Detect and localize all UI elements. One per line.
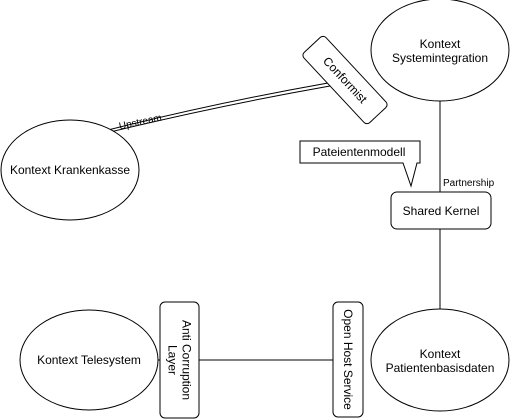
context-krankenkasse[interactable]: Kontext Krankenkasse bbox=[0, 119, 140, 221]
open-host-service-label: Open Host Service bbox=[341, 309, 355, 410]
pateientenmodell-label: Pateientenmodell bbox=[313, 145, 406, 159]
context-krankenkasse-label: Kontext Krankenkasse bbox=[10, 163, 130, 177]
context-telesystem-label: Kontext Telesystem bbox=[37, 353, 141, 367]
upstream-edge bbox=[103, 82, 329, 132]
context-patientenbasisdaten[interactable]: Kontext Patientenbasisdaten bbox=[370, 308, 510, 412]
conformist-box[interactable]: Conformist bbox=[301, 35, 388, 126]
anti-corruption-label-line1: Anti Corruption bbox=[180, 320, 194, 400]
anti-corruption-layer-box[interactable]: Anti Corruption Layer bbox=[159, 301, 200, 419]
upstream-edge-shadow bbox=[105, 85, 331, 134]
context-systemintegration-label-line1: Kontext bbox=[420, 37, 461, 51]
open-host-service-box[interactable]: Open Host Service bbox=[332, 301, 364, 418]
context-telesystem[interactable]: Kontext Telesystem bbox=[19, 309, 159, 411]
context-systemintegration-label-line2: Systemintegration bbox=[392, 51, 488, 65]
shared-kernel-box[interactable]: Shared Kernel bbox=[390, 191, 492, 230]
shared-kernel-label: Shared Kernel bbox=[403, 204, 480, 218]
partnership-edge-label: Partnership bbox=[443, 178, 495, 189]
context-patientenbasisdaten-label-line1: Kontext bbox=[420, 347, 461, 361]
pateientenmodell-callout[interactable]: Pateientenmodell bbox=[299, 140, 421, 188]
anti-corruption-label-line2: Layer bbox=[166, 345, 180, 375]
context-systemintegration[interactable]: Kontext Systemintegration bbox=[370, 0, 510, 102]
upstream-edge-label: Upstream bbox=[118, 113, 163, 133]
context-patientenbasisdaten-label-line2: Patientenbasisdaten bbox=[386, 361, 495, 375]
